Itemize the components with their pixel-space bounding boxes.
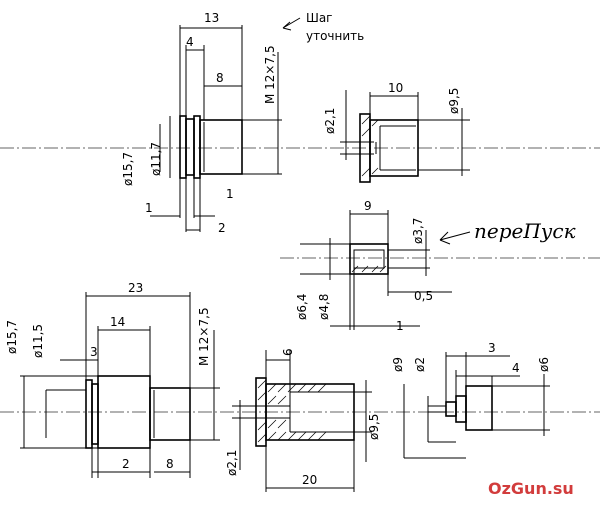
dim-a-13: 13: [204, 11, 219, 25]
dim-a-gap-left: 1: [145, 201, 153, 215]
note-step-line1: Шаг: [306, 11, 333, 25]
dim-d-8: 8: [166, 457, 174, 471]
dim-e-dia-21: ø2,1: [225, 450, 239, 476]
part-c-bypass: [300, 210, 452, 330]
dim-d-dia-115: ø11,5: [31, 324, 45, 358]
dim-d-14: 14: [110, 315, 125, 329]
dim-e-dia-95: ø9,5: [367, 414, 381, 440]
dim-f-dia-6: ø6: [537, 357, 551, 372]
part-d-bushing: [20, 292, 220, 478]
dim-c-1: 1: [396, 319, 404, 333]
dim-c-05: 0,5: [414, 289, 433, 303]
dim-d-dia-157: ø15,7: [5, 320, 19, 354]
dim-c-dia-48: ø4,8: [317, 294, 331, 320]
dim-d-thread: М 12×7,5: [197, 307, 211, 366]
part-e-sleeve: [232, 350, 372, 492]
dim-f-3: 3: [488, 341, 496, 355]
dim-c-dia-64: ø6,4: [295, 294, 309, 320]
note-bypass: переПуск: [474, 219, 576, 243]
dim-a-8: 8: [216, 71, 224, 85]
watermark: OzGun.su: [488, 479, 574, 498]
dim-f-dia-2: ø2: [413, 357, 427, 372]
dim-a-dia-157: ø15,7: [121, 152, 135, 186]
dim-f-dia-9: ø9: [391, 357, 405, 372]
dim-a-gap-right: 1: [226, 187, 234, 201]
dim-b-dia-95: ø9,5: [447, 88, 461, 114]
dim-c-9: 9: [364, 199, 372, 213]
dim-d-3: 3: [90, 345, 98, 359]
dim-f-4: 4: [512, 361, 520, 375]
dim-a-4: 4: [186, 35, 194, 49]
note-step-line2: уточнить: [306, 29, 364, 43]
dim-e-6: 6: [281, 348, 295, 356]
dim-b-dia-21: ø2,1: [323, 108, 337, 134]
dim-a-thread: М 12×7,5: [263, 45, 277, 104]
dim-a-2: 2: [218, 221, 226, 235]
part-b-sleeve: [340, 90, 470, 183]
dim-b-10: 10: [388, 81, 403, 95]
note-bypass-arrow: [439, 231, 471, 245]
dim-d-2: 2: [122, 457, 130, 471]
part-a-bushing: [150, 25, 282, 232]
note-arrow: [282, 17, 301, 31]
dim-a-dia-117: ø11,7: [149, 142, 163, 176]
dim-c-dia-37: ø3,7: [411, 218, 425, 244]
dim-e-20: 20: [302, 473, 317, 487]
part-f-pin: [403, 352, 550, 459]
dim-d-23: 23: [128, 281, 143, 295]
